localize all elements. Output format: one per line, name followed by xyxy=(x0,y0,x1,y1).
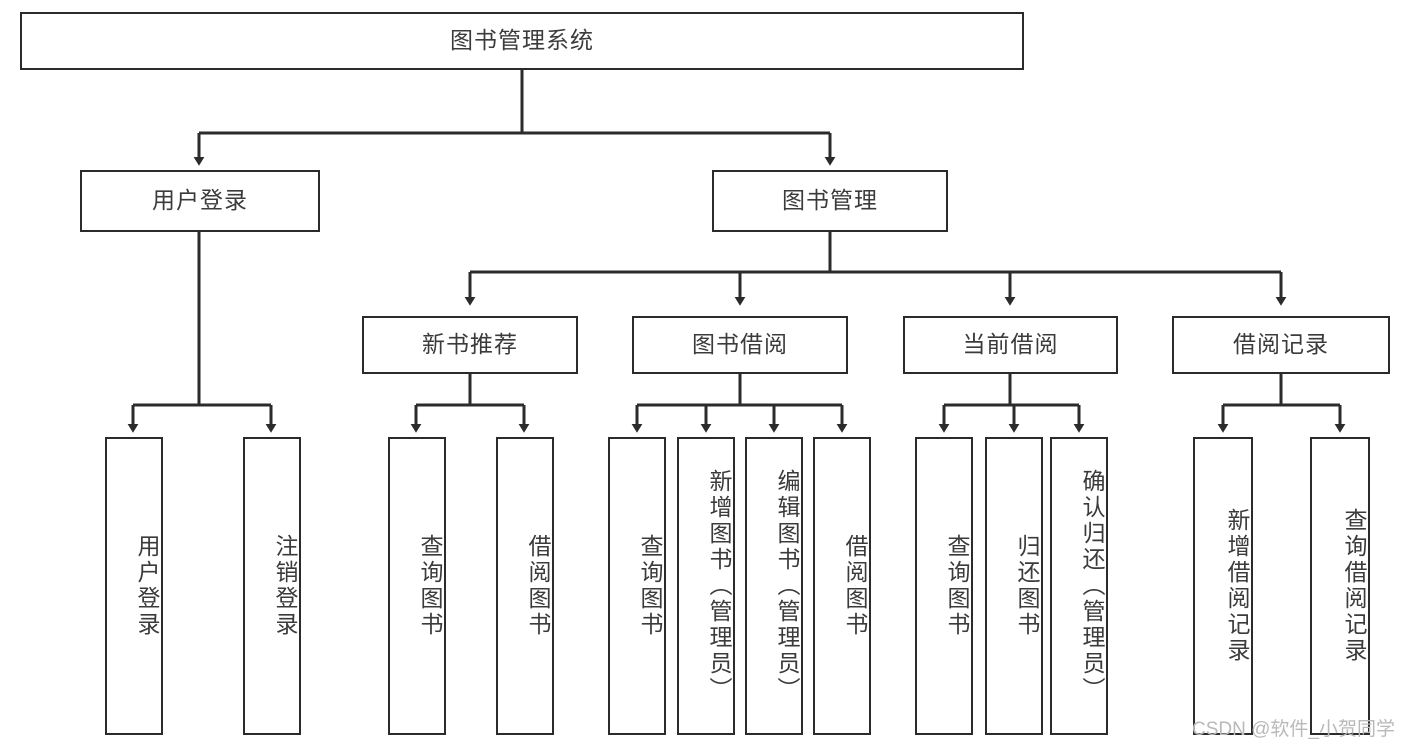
node-current-borrow[interactable]: 当前借阅 xyxy=(903,316,1118,374)
node-leaf-user-login[interactable]: 用户登录 xyxy=(105,437,163,735)
node-label: 新增借阅记录 xyxy=(1224,508,1250,664)
node-leaf-edit-book-admin[interactable]: 编辑图书（管理员） xyxy=(745,437,803,735)
node-book-borrow[interactable]: 图书借阅 xyxy=(632,316,848,374)
node-leaf-borrow-book[interactable]: 借阅图书 xyxy=(813,437,871,735)
csdn-watermark: CSDN @软件_小贺同学 xyxy=(1192,719,1395,740)
node-book-management[interactable]: 图书管理 xyxy=(712,170,948,232)
node-leaf-logout[interactable]: 注销登录 xyxy=(243,437,301,735)
node-leaf-query-borrow-record[interactable]: 查询借阅记录 xyxy=(1310,437,1370,735)
node-leaf-query-book-current[interactable]: 查询图书 xyxy=(915,437,973,735)
node-label: 归还图书 xyxy=(1014,534,1040,638)
node-user-login[interactable]: 用户登录 xyxy=(80,170,320,232)
node-label: 确认归还（管理员） xyxy=(1079,469,1105,703)
node-label: 注销登录 xyxy=(272,534,298,638)
node-label: 新增图书（管理员） xyxy=(706,469,732,703)
node-label: 借阅记录 xyxy=(1233,331,1329,358)
node-label: 查询图书 xyxy=(944,534,970,638)
node-label: 借阅图书 xyxy=(525,534,551,638)
node-label: 查询图书 xyxy=(637,534,663,638)
node-leaf-return-book[interactable]: 归还图书 xyxy=(985,437,1043,735)
node-leaf-add-book-admin[interactable]: 新增图书（管理员） xyxy=(677,437,735,735)
node-leaf-borrow-book-recommend[interactable]: 借阅图书 xyxy=(496,437,554,735)
node-leaf-add-borrow-record[interactable]: 新增借阅记录 xyxy=(1193,437,1253,735)
node-label: 图书借阅 xyxy=(692,331,788,358)
node-new-book-recommend[interactable]: 新书推荐 xyxy=(362,316,578,374)
node-label: 当前借阅 xyxy=(962,331,1059,358)
node-label: 图书管理 xyxy=(782,187,878,214)
node-borrow-record[interactable]: 借阅记录 xyxy=(1172,316,1390,374)
node-label: 用户登录 xyxy=(152,187,248,214)
node-label: 用户登录 xyxy=(134,534,160,638)
node-label: 查询借阅记录 xyxy=(1341,508,1367,664)
node-leaf-query-book-borrow[interactable]: 查询图书 xyxy=(608,437,666,735)
node-leaf-confirm-return-admin[interactable]: 确认归还（管理员） xyxy=(1050,437,1108,735)
node-label: 查询图书 xyxy=(417,534,443,638)
node-label: 编辑图书（管理员） xyxy=(774,469,800,703)
node-label: 借阅图书 xyxy=(842,534,868,638)
node-label: 新书推荐 xyxy=(422,331,518,358)
node-label: 图书管理系统 xyxy=(450,27,594,54)
node-leaf-query-book-recommend[interactable]: 查询图书 xyxy=(388,437,446,735)
node-root-book-management-system[interactable]: 图书管理系统 xyxy=(20,12,1024,70)
